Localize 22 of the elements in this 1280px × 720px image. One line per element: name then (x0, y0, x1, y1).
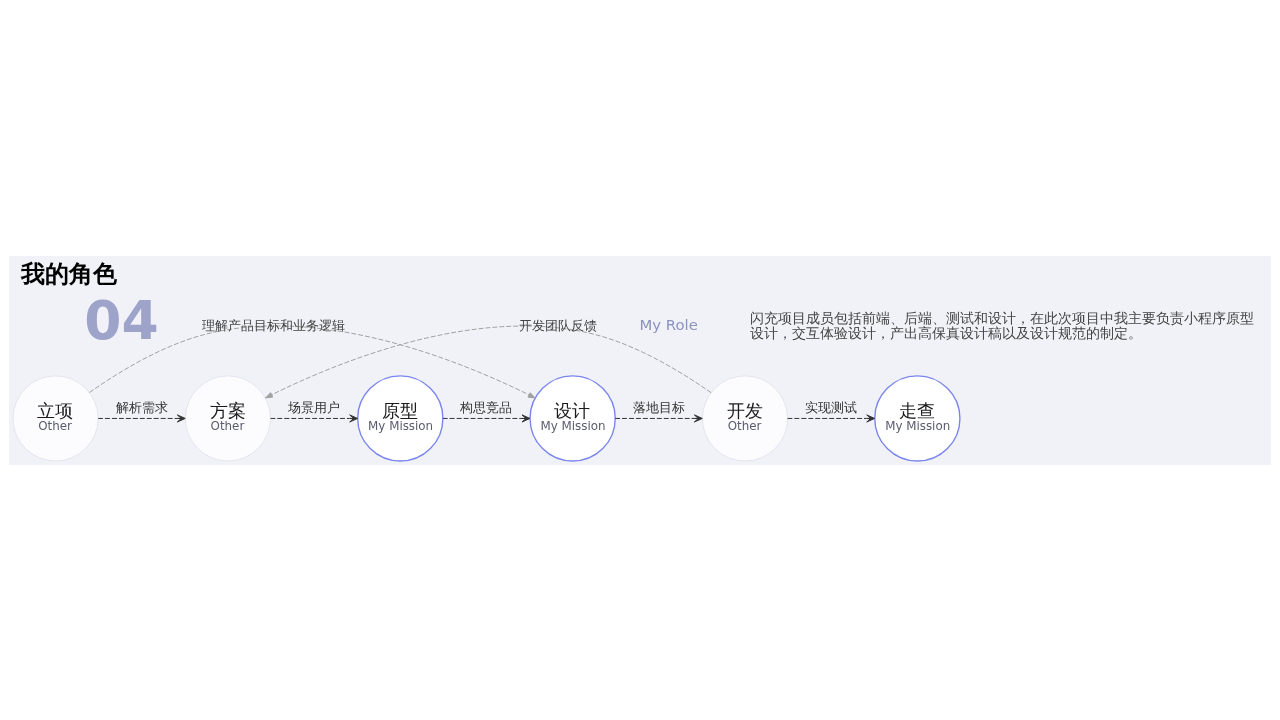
arrow (97, 413, 186, 422)
node-circle: 走查 My Mission (874, 374, 961, 462)
arrow (265, 325, 712, 398)
arrow (270, 413, 359, 422)
node-circle: 开发 Other (701, 374, 789, 462)
node-circle: 立项 Other (12, 374, 99, 462)
edge-label: 场景用户 (288, 399, 341, 415)
node-circle: 原型 My Mission (357, 374, 444, 462)
label: My Role (639, 315, 698, 334)
edge-label: 理解产品目标和业务逻辑 (202, 317, 346, 333)
edge-label: 解析需求 (115, 399, 168, 415)
diagram-title: 我的角色 (20, 259, 117, 288)
label: 闪充项目成员包括前端、后端、测试和设计，在此次项目中我主要负责小程序原型设计，交互体验设计，产出高保真设计稿以及设计规范的制定。 (749, 309, 1254, 341)
edge-label: 实现测试 (805, 399, 858, 415)
arrow (442, 413, 531, 422)
edge-label: 构思竞品 (460, 399, 513, 415)
label: 04 (84, 288, 159, 352)
arrow (89, 325, 536, 399)
edge-label: 落地目标 (632, 399, 685, 415)
edge-label: 开发团队反馈 (518, 317, 597, 333)
arrow (614, 413, 703, 422)
arrow (787, 413, 876, 422)
